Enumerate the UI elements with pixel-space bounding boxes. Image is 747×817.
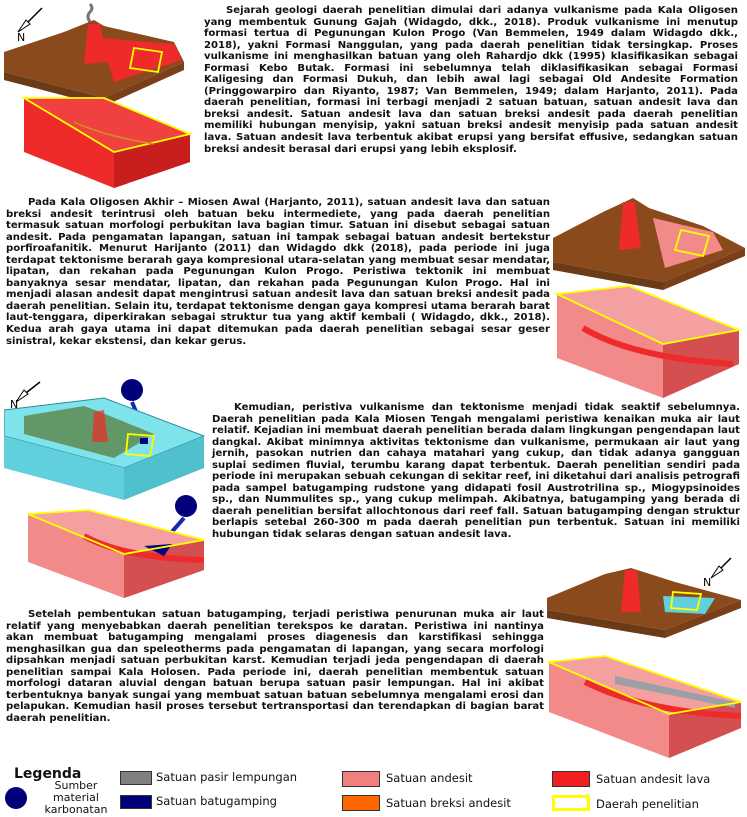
north-label: N <box>17 31 25 44</box>
legend-label-pasir-lempungan: Satuan pasir lempungan <box>156 770 298 784</box>
figure-volcano-oligocene: N <box>4 2 193 188</box>
paragraph-karst-holocene: Setelah pembentukan satuan batugamping, … <box>6 609 544 724</box>
paragraph-intrusion-tectonics: Pada Kala Oligosen Akhir – Miosen Awal (… <box>6 197 550 347</box>
legend-swatch-batugamping <box>120 795 152 809</box>
north-label: N <box>10 398 18 411</box>
north-arrow-icon: N <box>10 381 41 411</box>
figure-intrusion-andesit <box>553 198 745 398</box>
legend-swatch-pasir-lempungan <box>120 771 152 785</box>
legend-label-breksi-andesit: Satuan breksi andesit <box>386 796 511 810</box>
legend-label-daerah-penelitian: Daerah penelitian <box>596 797 699 811</box>
figure-karst-holocene: N <box>545 557 742 758</box>
legend-label-batugamping: Satuan batugamping <box>156 794 277 808</box>
legend-label-andesit: Satuan andesit <box>386 771 473 785</box>
legend-swatch-andesit-lava <box>552 771 590 787</box>
paragraph-oligocene-volcanism: Sejarah geologi daerah penelitian dimula… <box>204 5 738 155</box>
carbonate-source-icon <box>121 379 143 401</box>
paragraph-miocene-marine: Kemudian, peristiva vulkanisme dan tekto… <box>212 402 740 541</box>
figure-shallow-marine: N <box>4 379 206 598</box>
legend-label-carbonate-source: Sumber material karbonatan <box>44 779 108 816</box>
circle-icon <box>5 787 27 809</box>
north-label: N <box>703 576 711 589</box>
north-arrow-icon: N <box>17 7 43 44</box>
legend-title: Legenda <box>14 766 82 782</box>
legend-swatch-breksi-andesit <box>342 795 380 811</box>
legend-swatch-andesit <box>342 771 380 787</box>
north-arrow-icon: N <box>703 557 732 589</box>
legend-swatch-daerah-penelitian <box>552 795 590 811</box>
legend-label-andesit-lava: Satuan andesit lava <box>596 772 711 786</box>
carbonate-source-icon <box>175 495 197 517</box>
